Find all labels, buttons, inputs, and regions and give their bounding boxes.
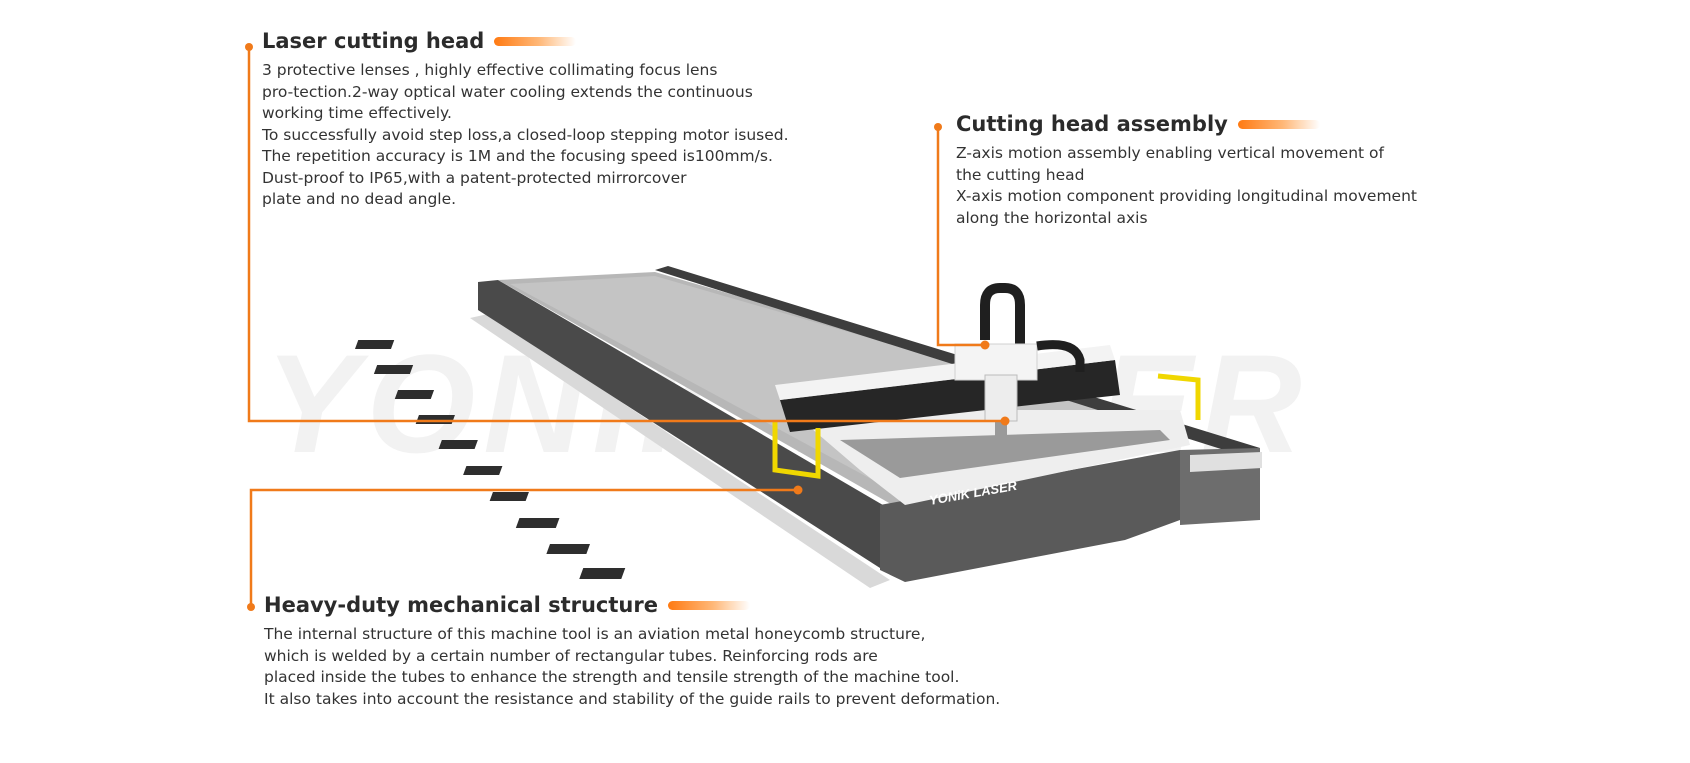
description-line: 3 protective lenses , highly effective c… [262, 61, 718, 79]
description-line: working time effectively. [262, 104, 452, 122]
support-feet [354, 340, 626, 579]
callout-title: Laser cutting head [262, 29, 789, 53]
callout-title: Heavy-duty mechanical structure [264, 593, 1000, 617]
description-line: pro-tection.2-way optical water cooling … [262, 82, 753, 101]
z-axis-assembly [954, 283, 1085, 442]
table-body [478, 280, 900, 568]
description-line: It also takes into account the resistanc… [264, 689, 1001, 708]
callout-description: The internal structure of this machine t… [264, 624, 1000, 710]
description-line: the cutting head [956, 165, 1085, 184]
callout-description: Z-axis motion assembly enabling vertical… [956, 143, 1417, 229]
callout-laser-cutting-head: Laser cutting head 3 protective lenses ,… [262, 29, 789, 211]
description-line: The internal structure of this machine t… [264, 625, 926, 643]
title-accent-bar [667, 600, 750, 610]
yellow-guard [772, 373, 1201, 479]
description-line: along the horizontal axis [956, 208, 1148, 227]
description-line: To successfully avoid step loss,a closed… [262, 125, 789, 144]
description-line: Dust-proof to IP65,with a patent-protect… [262, 168, 687, 187]
title-accent-bar [1237, 119, 1320, 129]
callout-cutting-head-assembly: Cutting head assembly Z-axis motion asse… [956, 112, 1417, 229]
callout-title: Cutting head assembly [956, 112, 1417, 136]
front-cabinet [880, 450, 1180, 582]
description-line: Z-axis motion assembly enabling vertical… [956, 144, 1384, 162]
title-accent-bar [494, 36, 577, 46]
description-line: which is welded by a certain number of r… [264, 646, 878, 665]
side-rail [470, 314, 890, 588]
description-line: X-axis motion component providing longit… [956, 187, 1417, 205]
callout-heavy-duty-structure: Heavy-duty mechanical structure The inte… [264, 593, 1000, 710]
description-line: plate and no dead angle. [262, 190, 457, 208]
connector-lines [247, 47, 1005, 607]
description-line: The repetition accuracy is 1M and the fo… [262, 147, 773, 165]
description-line: placed inside the tubes to enhance the s… [264, 668, 960, 686]
callout-description: 3 protective lenses , highly effective c… [262, 60, 789, 211]
